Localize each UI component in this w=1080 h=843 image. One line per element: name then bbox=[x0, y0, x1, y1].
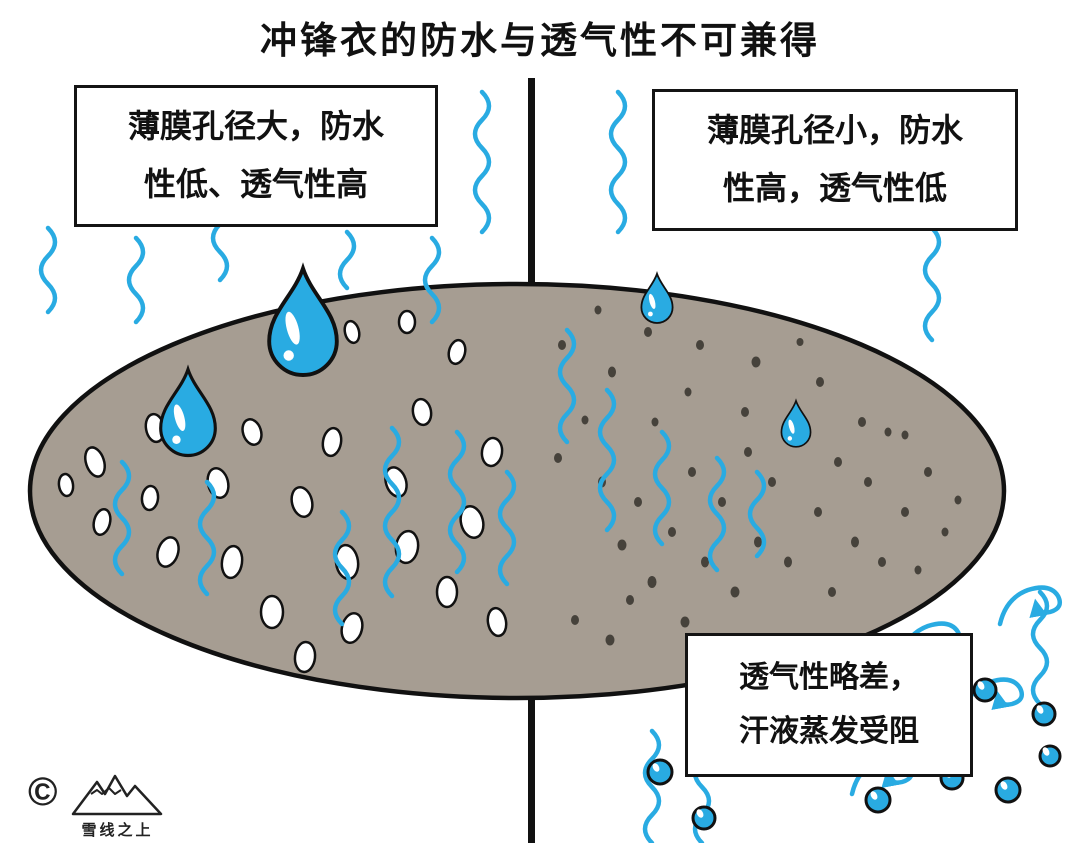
water-droplet-small bbox=[780, 398, 812, 448]
water-droplet-large bbox=[267, 262, 339, 377]
left-annotation-box: 薄膜孔径大，防水 性低、透气性高 bbox=[74, 85, 438, 227]
water-droplet-small bbox=[640, 270, 674, 324]
sweat-drop bbox=[691, 805, 717, 831]
brand-name: 雪线之上 bbox=[81, 821, 154, 839]
vapor-line bbox=[922, 225, 942, 343]
bottom-note-line2: 汗液蒸发受阻 bbox=[739, 714, 919, 749]
bottom-note-line1: 透气性略差， bbox=[739, 660, 919, 695]
vapor-line bbox=[497, 469, 517, 587]
page-title: 冲锋衣的防水与透气性不可兼得 bbox=[260, 19, 820, 62]
sweat-drop bbox=[1038, 744, 1062, 768]
water-droplet-large bbox=[159, 364, 217, 458]
vapor-line bbox=[38, 225, 58, 315]
vapor-line bbox=[472, 89, 492, 235]
right-annotation-line1: 薄膜孔径小，防水 bbox=[706, 111, 963, 150]
sweat-drop bbox=[646, 758, 674, 786]
vapor-line bbox=[332, 509, 352, 627]
vapor-line bbox=[197, 479, 217, 597]
sweat-drop bbox=[994, 776, 1022, 804]
vapor-line bbox=[112, 459, 132, 577]
right-annotation-box: 薄膜孔径小，防水 性高，透气性低 bbox=[652, 89, 1018, 231]
vapor-line bbox=[597, 387, 617, 533]
vapor-line bbox=[447, 429, 467, 575]
brand-logo: 雪线之上 bbox=[69, 772, 165, 840]
vapor-line bbox=[707, 455, 727, 573]
vapor-line bbox=[652, 429, 672, 547]
sweat-drop bbox=[1031, 701, 1057, 727]
vapor-line bbox=[642, 728, 662, 843]
membrane-ellipse bbox=[27, 281, 1007, 701]
small-pores-right bbox=[554, 305, 962, 646]
watermark: © 雪线之上 bbox=[28, 772, 165, 840]
sweat-drop bbox=[972, 677, 998, 703]
left-annotation-line1: 薄膜孔径大，防水 bbox=[127, 107, 384, 146]
vapor-line bbox=[422, 235, 442, 325]
vapor-line bbox=[337, 229, 357, 291]
left-annotation-line2: 性低、透气性高 bbox=[143, 165, 368, 203]
copyright-icon: © bbox=[28, 770, 58, 814]
right-annotation-line2: 性高，透气性低 bbox=[722, 169, 947, 207]
bottom-note-box: 透气性略差， 汗液蒸发受阻 bbox=[685, 633, 973, 777]
water-droplets bbox=[159, 262, 812, 458]
vapor-line bbox=[126, 235, 146, 325]
sweat-drop bbox=[864, 786, 892, 814]
large-pores-left bbox=[57, 309, 508, 674]
blocked-vapor-arrow bbox=[997, 585, 1062, 627]
vapor-line bbox=[382, 425, 402, 599]
sweat-drops bbox=[646, 677, 1062, 831]
mountain-logo-icon bbox=[72, 774, 163, 816]
vapor-line bbox=[747, 469, 767, 559]
vapor-line bbox=[608, 89, 628, 235]
vapor-line bbox=[557, 327, 577, 445]
